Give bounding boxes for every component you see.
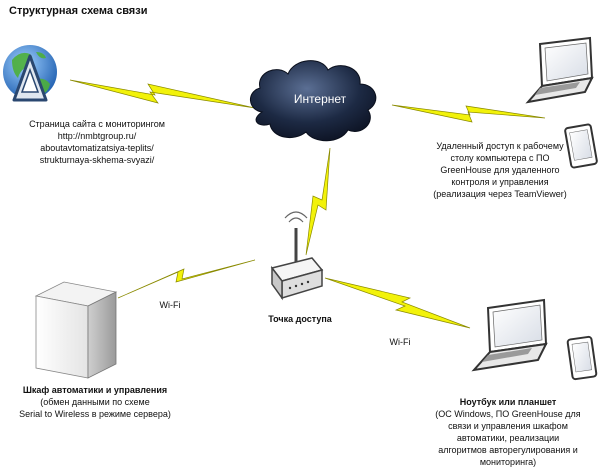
server-cabinet-icon [34, 281, 118, 379]
remote-line: Удаленный доступ к рабочему [436, 141, 564, 151]
cloud-icon: Интернет [250, 60, 377, 142]
laptop-line: (ОС Windows, ПО GreenHouse для [435, 409, 581, 419]
wifi-label-left: Wi-Fi [159, 300, 181, 310]
remote-line: контроля и управления [451, 177, 549, 187]
wifi-label-right: Wi-Fi [389, 337, 411, 347]
laptop-title: Ноутбук или планшет [459, 397, 557, 407]
remote-line: столу компьютера с ПО [450, 153, 550, 163]
cabinet-caption: Шкаф автоматики и управления (обмен данн… [0, 384, 190, 420]
website-line: strukturnaya-skhema-svyazi/ [39, 155, 155, 165]
website-line: aboutavtomatizatsiya-teplits/ [40, 143, 154, 153]
link-cabinet-accesspoint [117, 259, 256, 299]
remote-line: GreenHouse для удаленного [440, 165, 560, 175]
router-icon [270, 211, 324, 301]
link-website-internet [69, 79, 256, 109]
tablet-icon [564, 123, 598, 169]
website-line: Страница сайта с мониторингом [29, 119, 165, 129]
laptop-line: связи и управления шкафом [448, 421, 568, 431]
laptop-icon [525, 36, 594, 104]
laptop-caption: Ноутбук или планшет (ОС Windows, ПО Gree… [418, 396, 598, 468]
link-internet-accesspoint [305, 147, 331, 256]
cabinet-title: Шкаф автоматики и управления [22, 385, 168, 395]
laptop-line: автоматики, реализации [456, 433, 560, 443]
link-internet-remote [391, 104, 546, 123]
cabinet-line: (обмен данными по схеме [40, 397, 150, 407]
website-caption: Страница сайта с мониторингом http://nmb… [2, 118, 192, 166]
laptop-line: алгоритмов авторегулирования и [438, 445, 578, 455]
page-title: Структурная схема связи [9, 5, 148, 17]
cabinet-line: Serial to Wireless в режиме сервера) [19, 409, 171, 419]
link-accesspoint-laptop [324, 277, 471, 329]
laptop-icon [471, 298, 548, 372]
tablet-icon [566, 335, 598, 381]
globe-icon [3, 45, 57, 102]
laptop-line: мониторинга) [479, 457, 537, 467]
access-point-label: Точка доступа [268, 314, 332, 324]
remote-caption: Удаленный доступ к рабочему столу компью… [400, 140, 600, 200]
remote-line: (реализация через TeamViewer) [433, 189, 567, 199]
website-line: http://nmbtgroup.ru/ [57, 131, 137, 141]
cloud-label: Интернет [294, 92, 347, 106]
